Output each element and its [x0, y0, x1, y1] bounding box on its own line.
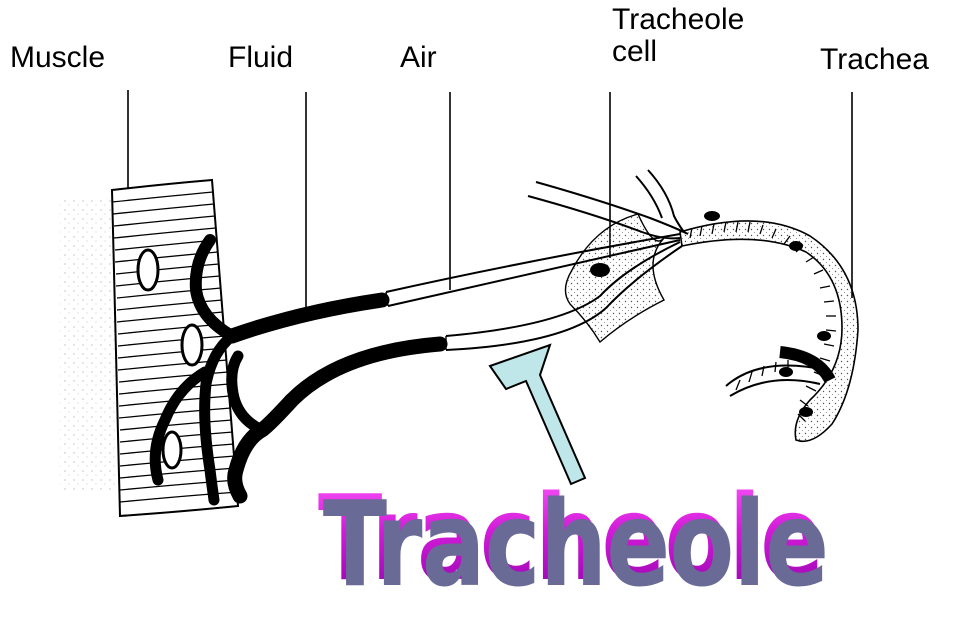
caption-tracheole: Tracheole — [318, 468, 824, 608]
label-tracheole-cell-line1: Tracheole — [612, 4, 744, 36]
trachea-tube — [680, 211, 858, 441]
tracheole-cell — [565, 214, 664, 342]
label-air: Air — [400, 42, 437, 74]
label-tracheole-cell-line2: cell — [612, 36, 744, 68]
tissue-stipple — [60, 200, 118, 490]
tracheole-cell-nucleus — [590, 263, 610, 277]
label-muscle: Muscle — [10, 42, 105, 74]
label-trachea: Trachea — [820, 44, 929, 76]
label-tracheole-cell: Tracheole cell — [612, 4, 744, 68]
label-fluid: Fluid — [228, 42, 293, 74]
pointer-arrow — [490, 345, 585, 484]
